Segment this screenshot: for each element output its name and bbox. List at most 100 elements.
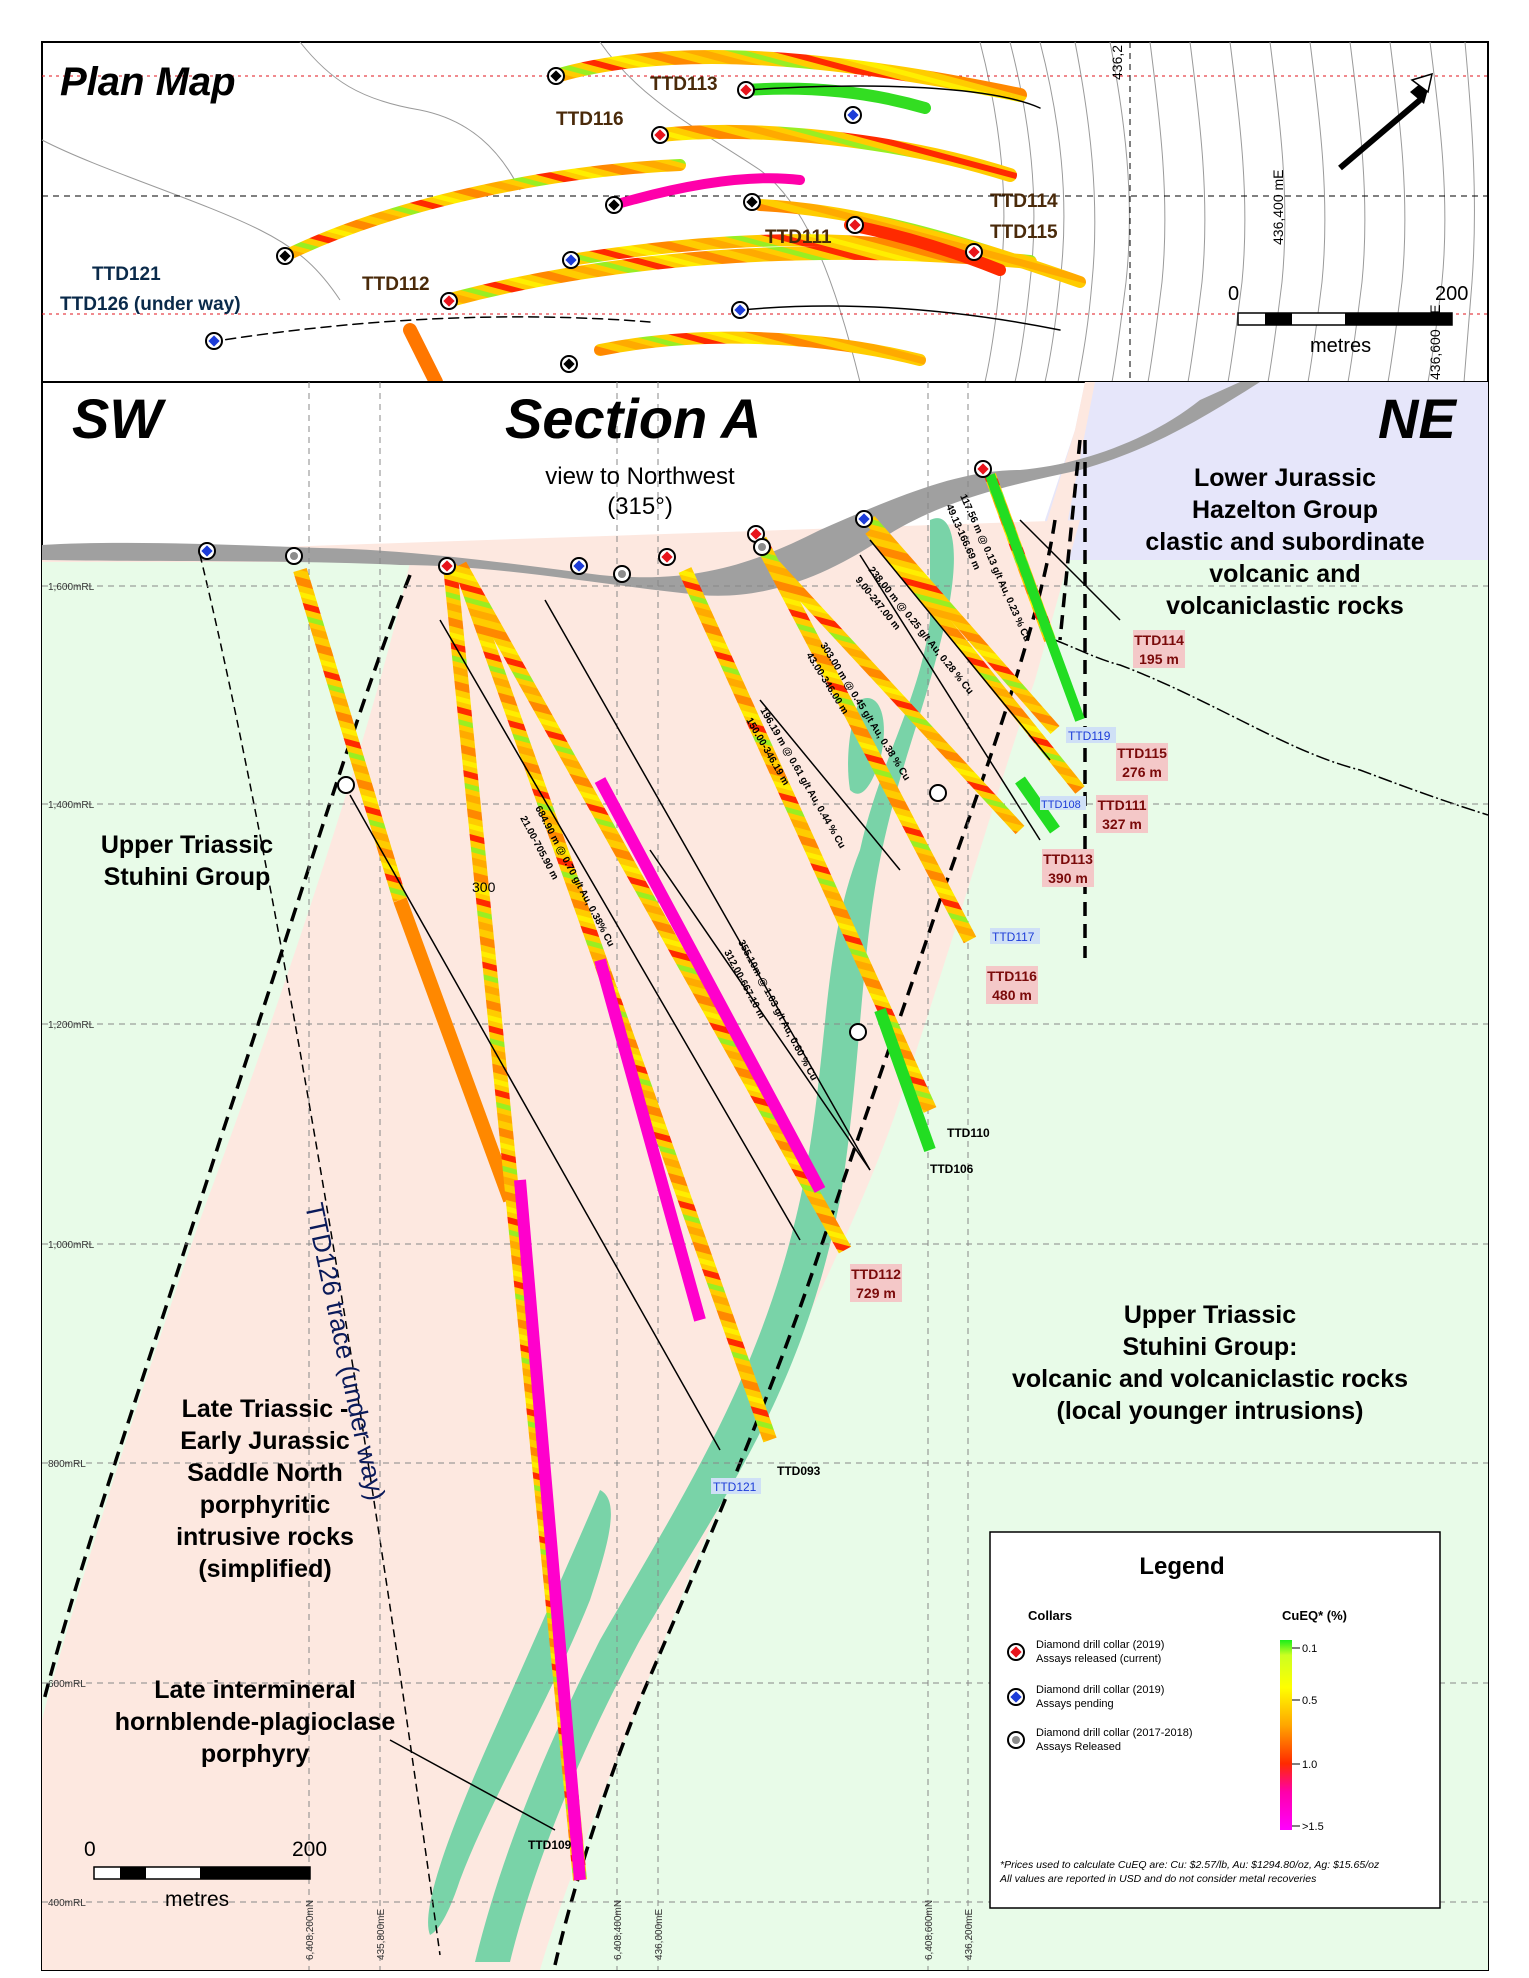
hole-length: 276 m (1122, 764, 1162, 780)
plan-label: TTD113 (650, 74, 718, 95)
hole-label: TTD109 (528, 1838, 572, 1852)
late-porphyry-unit (428, 1490, 611, 1935)
plan-label: TTD111 (765, 227, 832, 248)
other-hole-labels: TTD119 TTD108 TTD117 TTD110 TTD106 TTD12… (528, 727, 1116, 1852)
plan-scale-zero: 0 (1228, 283, 1239, 305)
collar-icon (737, 81, 755, 99)
hole-label: TTD093 (777, 1464, 821, 1478)
ramp-label: 0.5 (1302, 1695, 1317, 1707)
hole-label: TTD113 (1043, 851, 1093, 867)
section-right-direction: NE (1378, 387, 1457, 450)
svg-text:Stuhini Group: Stuhini Group (104, 863, 271, 891)
collar-icon (855, 510, 873, 528)
svg-text:400mRL: 400mRL (48, 1898, 86, 1909)
svg-text:1,200mRL: 1,200mRL (48, 1020, 95, 1031)
collar-icon (605, 196, 623, 214)
drill-hole-ttd116 (753, 536, 977, 944)
svg-text:intrusive rocks: intrusive rocks (176, 1523, 354, 1551)
collar-icon (570, 557, 588, 575)
section-left-direction: SW (72, 387, 166, 450)
svg-text:volcanic and volcaniclastic ro: volcanic and volcaniclastic rocks (1012, 1365, 1408, 1393)
drill-hole (293, 567, 407, 903)
svg-text:Late Triassic -: Late Triassic - (182, 1395, 349, 1423)
svg-text:porphyritic: porphyritic (200, 1491, 331, 1519)
section-collars (198, 460, 992, 1041)
svg-text:Saddle North: Saddle North (187, 1459, 343, 1487)
ramp-label: 0.1 (1302, 1643, 1317, 1655)
hole-length: 480 m (992, 987, 1032, 1003)
legend-title: Legend (1139, 1553, 1224, 1580)
svg-text:Upper Triassic: Upper Triassic (1124, 1301, 1296, 1329)
plan-label: TTD116 (556, 109, 624, 130)
svg-text:Upper Triassic: Upper Triassic (101, 831, 273, 859)
easting-labels: 6,408,200mN 435,800mE 6,408,400mN 436,00… (305, 1900, 975, 1960)
svg-text:Early Jurassic: Early Jurassic (180, 1427, 350, 1455)
section-scale-zero: 0 (84, 1838, 96, 1861)
hole-labels: TTD114 195 m TTD115 276 m TTD111 327 m T… (850, 630, 1185, 1302)
svg-text:porphyry: porphyry (201, 1740, 309, 1768)
collar-icon (846, 216, 864, 234)
hazelton-label: Lower Jurassic Hazelton Group clastic an… (1145, 464, 1424, 620)
topographic-contours (41, 41, 1475, 383)
section-scale-max: 200 (292, 1838, 327, 1861)
drill-hole-ttd115 (865, 516, 1060, 734)
collar-icon (965, 243, 983, 261)
svg-text:Stuhini Group:: Stuhini Group: (1123, 1333, 1298, 1361)
svg-text:6,408,600mN: 6,408,600mN (924, 1900, 935, 1960)
drill-hole-ttd111 (865, 526, 1085, 794)
section-grid (42, 382, 1488, 1970)
view-direction: view to Northwest (545, 463, 735, 490)
legend-box (989, 1531, 1441, 1909)
hole-label: TTD115 (1117, 745, 1167, 761)
section-scale-bar: 0 200 metres (84, 1838, 327, 1911)
leader-line (389, 1739, 556, 1831)
collar-icon (658, 548, 676, 566)
svg-text:(simplified): (simplified) (198, 1555, 331, 1583)
svg-text:Assays Released: Assays Released (1036, 1741, 1121, 1753)
plan-collars (205, 67, 983, 373)
collar-icon (929, 784, 947, 802)
svg-text:600mRL: 600mRL (48, 1679, 86, 1690)
plan-scale-unit: metres (1310, 335, 1371, 357)
legend-note: *Prices used to calculate CuEQ are: Cu: … (1000, 1859, 1380, 1871)
intercept-brackets (349, 519, 1121, 1451)
ramp-label: >1.5 (1302, 1821, 1324, 1833)
collar-icon (731, 301, 749, 319)
svg-text:Diamond drill collar (2017-201: Diamond drill collar (2017-2018) (1036, 1727, 1193, 1739)
plan-label: TTD126 (under way) (60, 294, 241, 315)
view-degrees: (315°) (607, 493, 673, 520)
svg-text:Assays released (current): Assays released (current) (1036, 1653, 1161, 1665)
svg-text:Hazelton Group: Hazelton Group (1192, 496, 1378, 524)
collar-icon (337, 776, 355, 794)
hole-label: TTD111 (1097, 797, 1146, 813)
late-porphyry-unit (475, 518, 954, 1962)
hole-length: 327 m (1102, 816, 1142, 832)
stuhini-right-label: Upper Triassic Stuhini Group: volcanic a… (1012, 1301, 1408, 1425)
hole-label: TTD117 (992, 930, 1035, 944)
late-porphyry-label: Late intermineral hornblende-plagioclase… (115, 1676, 396, 1768)
hole-label: TTD121 (713, 1480, 757, 1494)
section-title: Section A (505, 387, 761, 450)
svg-text:Diamond drill collar (2019): Diamond drill collar (2019) (1036, 1639, 1164, 1651)
ramp-label: 1.0 (1302, 1759, 1317, 1771)
plan-label: TTD112 (362, 274, 430, 295)
hole-label: TTD116 (987, 968, 1037, 984)
svg-text:volcanic and: volcanic and (1209, 560, 1360, 588)
hole-label: TTD114 (1134, 632, 1184, 648)
collar-icon (285, 547, 303, 565)
plan-drill-traces (209, 49, 1086, 389)
svg-text:6,408,200mN: 6,408,200mN (305, 1900, 316, 1960)
hole-label: TTD112 (851, 1266, 901, 1282)
rl-labels: 1,600mRL 1,400mRL 1,200mRL 1,000mRL 800m… (48, 582, 95, 1909)
svg-text:6,408,400mN: 6,408,400mN (613, 1900, 624, 1960)
plan-map-title: Plan Map (60, 60, 236, 104)
stuhini-left-label: Upper Triassic Stuhini Group (101, 831, 273, 891)
plan-map-panel: Plan Map TTD113 TTD116 TTD114 TTD115 TTD… (41, 41, 1489, 389)
legend-item: Diamond drill collar (2019) Assays relea… (1007, 1639, 1164, 1665)
svg-text:Diamond drill collar (2019): Diamond drill collar (2019) (1036, 1684, 1164, 1696)
svg-text:hornblende-plagioclase: hornblende-plagioclase (115, 1708, 396, 1736)
legend: Legend Collars CuEQ* (%) Diamond drill c… (989, 1531, 1441, 1909)
hole-label: TTD106 (930, 1162, 974, 1176)
depth-label: 300 (472, 879, 496, 895)
svg-text:436,200mE: 436,200mE (964, 1909, 975, 1960)
